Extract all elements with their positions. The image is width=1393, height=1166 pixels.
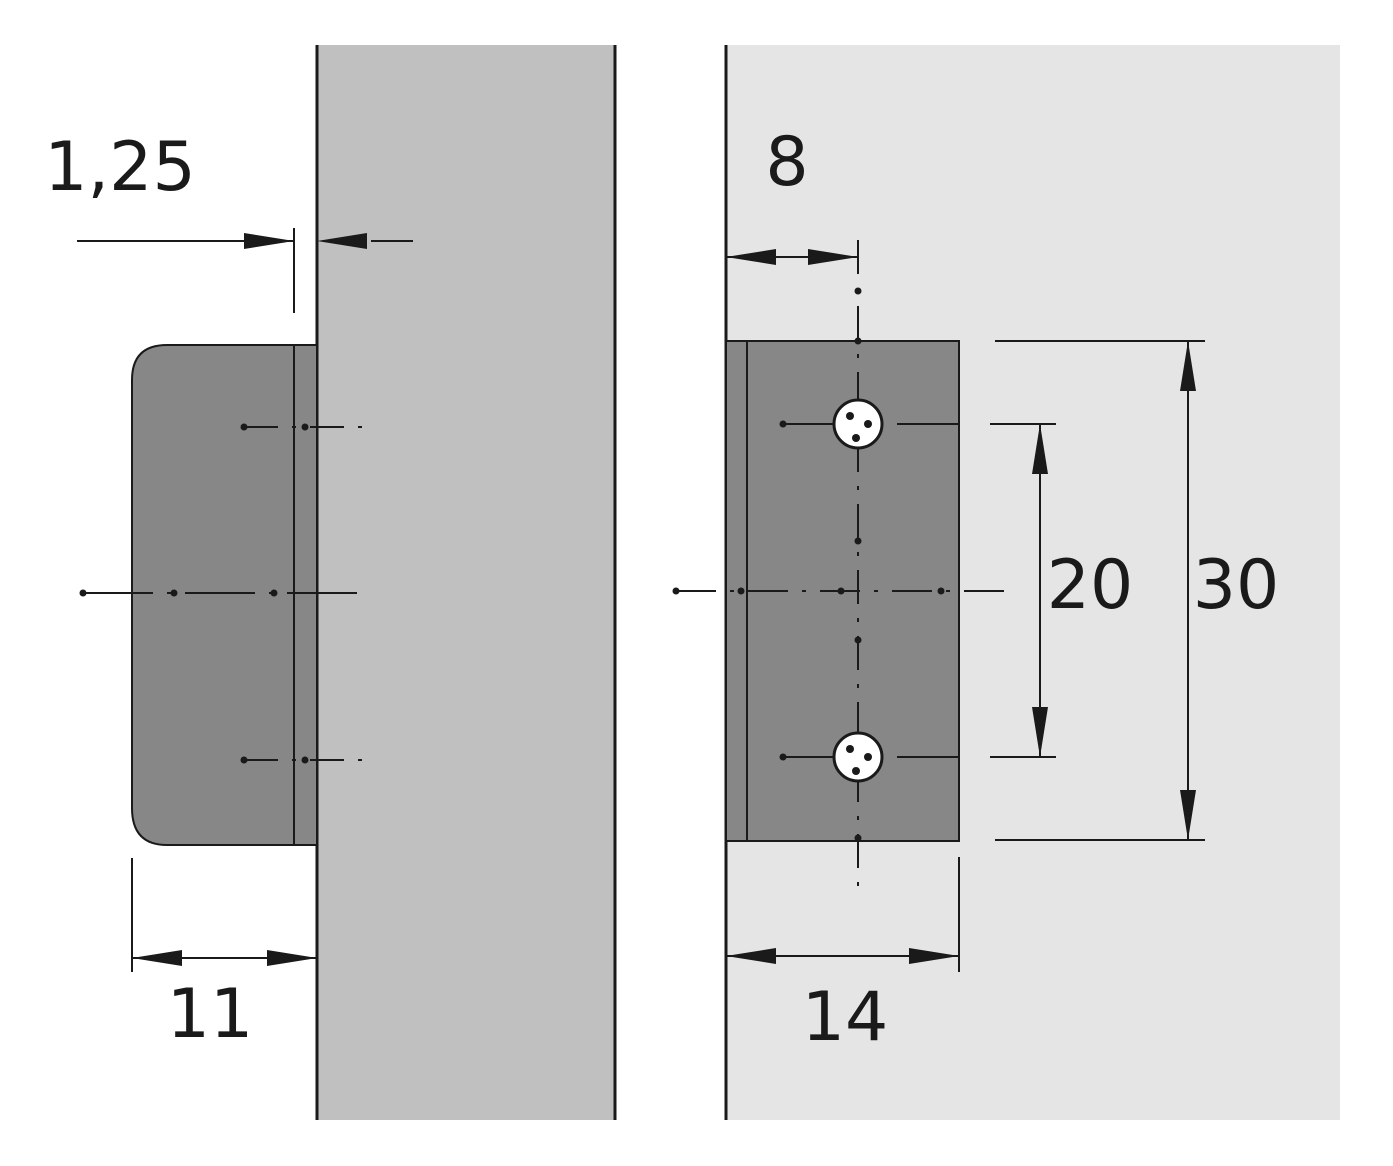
edge-offset-dimension — [726, 249, 858, 265]
screw-hole-bottom — [832, 731, 884, 783]
plate-height-label: 30 — [1193, 546, 1280, 625]
depth-label: 11 — [167, 975, 254, 1054]
mounting-plate-body — [131, 344, 318, 846]
side-center-lines — [83, 426, 365, 761]
hole-spacing-label: 20 — [1047, 546, 1134, 625]
edge-offset-label: 8 — [765, 123, 808, 202]
front-center-dots — [672, 287, 945, 842]
front-view: 8 14 20 30 — [672, 45, 1340, 1120]
thickness-dimension — [77, 228, 413, 313]
plate-width-dimension — [726, 857, 960, 972]
hole-spacing-dimension — [990, 423, 1056, 758]
wall-section — [317, 45, 615, 1120]
plate-width-label: 14 — [802, 978, 889, 1057]
screw-hole-top — [832, 398, 884, 450]
side-center-dots — [79, 423, 309, 764]
thickness-label: 1,25 — [44, 128, 195, 207]
depth-dimension — [131, 845, 318, 972]
plate-height-dimension — [995, 340, 1205, 841]
side-view: 1,25 11 — [44, 45, 617, 1120]
